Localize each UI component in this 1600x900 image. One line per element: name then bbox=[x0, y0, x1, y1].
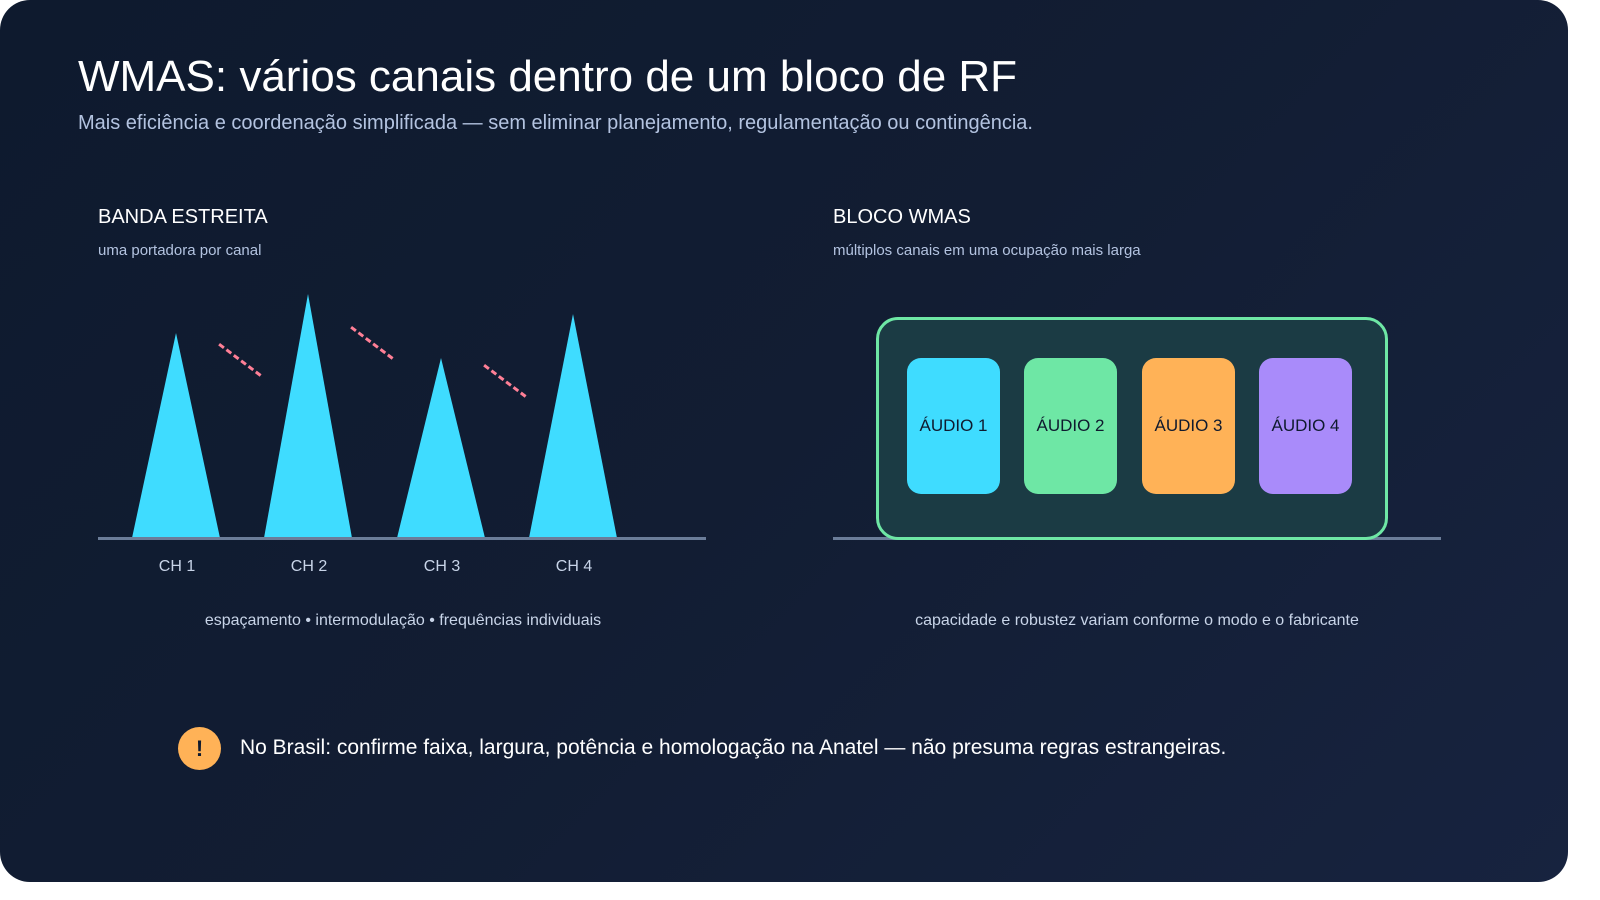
carrier-ch1 bbox=[132, 333, 220, 538]
wmas-title: BLOCO WMAS bbox=[833, 206, 971, 228]
narrowband-note: espaçamento • intermodulação • frequênci… bbox=[204, 612, 602, 629]
intermod-dash-3 bbox=[483, 364, 527, 398]
narrowband-axis bbox=[98, 537, 706, 540]
channel-label-ch2: CH 2 bbox=[290, 558, 328, 575]
carrier-ch4 bbox=[529, 314, 617, 538]
audio-channel-2: ÁUDIO 2 bbox=[1024, 358, 1117, 494]
narrowband-subtitle: uma portadora por canal bbox=[98, 242, 262, 259]
warning-text: No Brasil: confirme faixa, largura, potê… bbox=[240, 736, 1227, 759]
carrier-ch2 bbox=[264, 294, 352, 538]
intermod-dash-1 bbox=[218, 343, 262, 377]
page-title: WMAS: vários canais dentro de um bloco d… bbox=[78, 52, 1018, 101]
intermod-dash-2 bbox=[350, 326, 394, 360]
audio-channel-1: ÁUDIO 1 bbox=[907, 358, 1000, 494]
page-subtitle: Mais eficiência e coordenação simplifica… bbox=[78, 112, 1033, 134]
audio-channel-3: ÁUDIO 3 bbox=[1142, 358, 1235, 494]
channel-label-ch1: CH 1 bbox=[158, 558, 196, 575]
channel-label-ch3: CH 3 bbox=[423, 558, 461, 575]
warning-icon: ! bbox=[178, 727, 221, 770]
wmas-note: capacidade e robustez variam conforme o … bbox=[915, 612, 1359, 629]
wmas-subtitle: múltiplos canais em uma ocupação mais la… bbox=[833, 242, 1141, 259]
slide-card: WMAS: vários canais dentro de um bloco d… bbox=[0, 0, 1568, 882]
narrowband-title: BANDA ESTREITA bbox=[98, 206, 268, 228]
audio-channel-4: ÁUDIO 4 bbox=[1259, 358, 1352, 494]
channel-label-ch4: CH 4 bbox=[555, 558, 593, 575]
carrier-ch3 bbox=[397, 358, 485, 538]
